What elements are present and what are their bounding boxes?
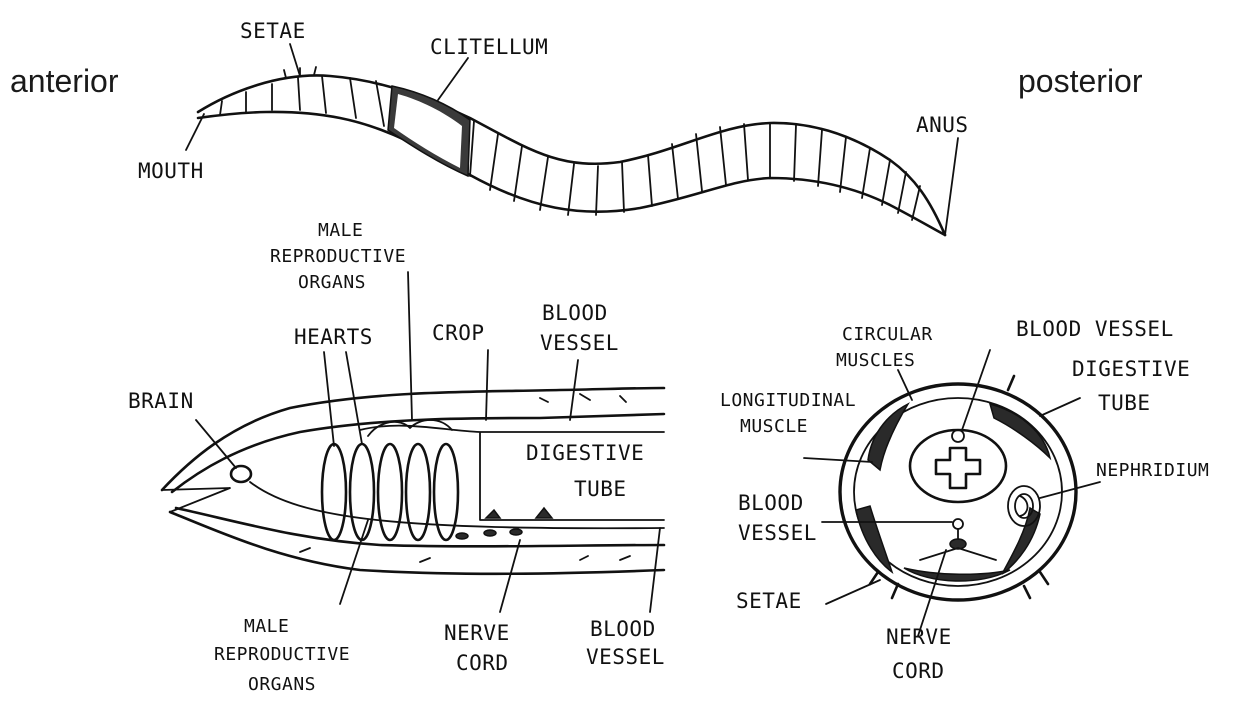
male-repro-top-leader — [408, 272, 412, 420]
blood-vessel-left-line2: VESSEL — [738, 521, 817, 545]
anus-leader-line — [945, 138, 958, 235]
worm-segments — [220, 76, 920, 220]
anterior-label: anterior — [10, 63, 119, 99]
circular-muscles-line1: CIRCULAR — [842, 324, 933, 345]
setae-leader-cross — [826, 580, 880, 604]
nephridium-label: NEPHRIDIUM — [1096, 460, 1209, 481]
blood-vessel-top-cross-label: BLOOD VESSEL — [1016, 317, 1174, 341]
setae-cross-label: SETAE — [736, 589, 802, 613]
nerve-cord-leader — [500, 540, 520, 612]
clitellum-label: CLITELLUM — [430, 35, 548, 59]
male-repro-top-line2: REPRODUCTIVE — [270, 246, 406, 267]
blood-vessel-top-line1: BLOOD — [542, 301, 608, 325]
worm-longitudinal-section: MALE REPRODUCTIVE ORGANS HEARTS CROP BLO… — [128, 220, 665, 695]
dorsal-blood-vessel — [952, 430, 964, 442]
mouth-leader-line — [186, 114, 204, 150]
nephridium-leader — [1040, 482, 1100, 498]
mouth-label: MOUTH — [138, 159, 204, 183]
male-repro-bottom-line3: ORGANS — [248, 674, 316, 695]
male-repro-top-line1: MALE — [318, 220, 363, 241]
posterior-label: posterior — [1018, 63, 1143, 99]
digestive-tube-line1: DIGESTIVE — [526, 441, 644, 465]
worm-external-view: SETAE CLITELLUM MOUTH ANUS — [138, 19, 969, 235]
circular-muscles-line2: MUSCLES — [836, 350, 915, 371]
blood-vessel-bottom-line2: VESSEL — [586, 645, 665, 669]
setae-leader-line — [290, 44, 300, 76]
ventral-blood-vessel — [953, 519, 963, 529]
hearts-label: HEARTS — [294, 325, 373, 349]
nerve-cord-leader-cross — [918, 550, 946, 636]
worm-cross-section: CIRCULAR MUSCLES BLOOD VESSEL DIGESTIVE … — [720, 317, 1209, 683]
longitudinal-muscle-leader — [804, 458, 872, 462]
male-repro-bottom-leader — [340, 520, 368, 604]
body-wall-lower — [170, 512, 664, 574]
brain-leader — [196, 420, 236, 468]
hearts — [322, 444, 458, 540]
digestive-tube-cross-line2: TUBE — [1098, 391, 1151, 415]
cross-digestive-tube — [910, 430, 1006, 502]
crop-leader — [486, 350, 488, 420]
hearts-leader-1 — [324, 352, 334, 446]
clitellum-leader-line — [438, 58, 468, 100]
nerve-cord-cross-line1: NERVE — [886, 625, 952, 649]
male-repro-top-line3: ORGANS — [298, 272, 366, 293]
longitudinal-muscle-line1: LONGITUDINAL — [720, 390, 856, 411]
digestive-tube-leader-cross — [1040, 398, 1080, 416]
nerve-cord-line1: NERVE — [444, 621, 510, 645]
body-wall-upper — [162, 388, 664, 490]
nerve-cord-cross-line2: CORD — [892, 659, 945, 683]
blood-vessel-bottom-line1: BLOOD — [590, 617, 656, 641]
typhlosole-cross — [936, 448, 980, 488]
brain-label: BRAIN — [128, 389, 194, 413]
nerve-cord-line2: CORD — [456, 651, 509, 675]
male-repro-bottom-line1: MALE — [244, 616, 289, 637]
blood-vessel-left-line1: BLOOD — [738, 491, 804, 515]
anus-label: ANUS — [916, 113, 969, 137]
worm-lower-outline — [198, 112, 945, 235]
blood-vessel-top-line2: VESSEL — [540, 331, 619, 355]
nephridium — [1008, 486, 1040, 526]
setae-label: SETAE — [240, 19, 306, 43]
crop-label: CROP — [432, 321, 485, 345]
longitudinal-muscle-line2: MUSCLE — [740, 416, 808, 437]
digestive-tube-line2: TUBE — [574, 477, 627, 501]
ganglia — [456, 508, 552, 539]
male-repro-bottom-line2: REPRODUCTIVE — [214, 644, 350, 665]
blood-vessel-top-leader-cross — [962, 350, 990, 430]
brain — [231, 466, 251, 482]
digestive-tube-cross-line1: DIGESTIVE — [1072, 357, 1190, 381]
